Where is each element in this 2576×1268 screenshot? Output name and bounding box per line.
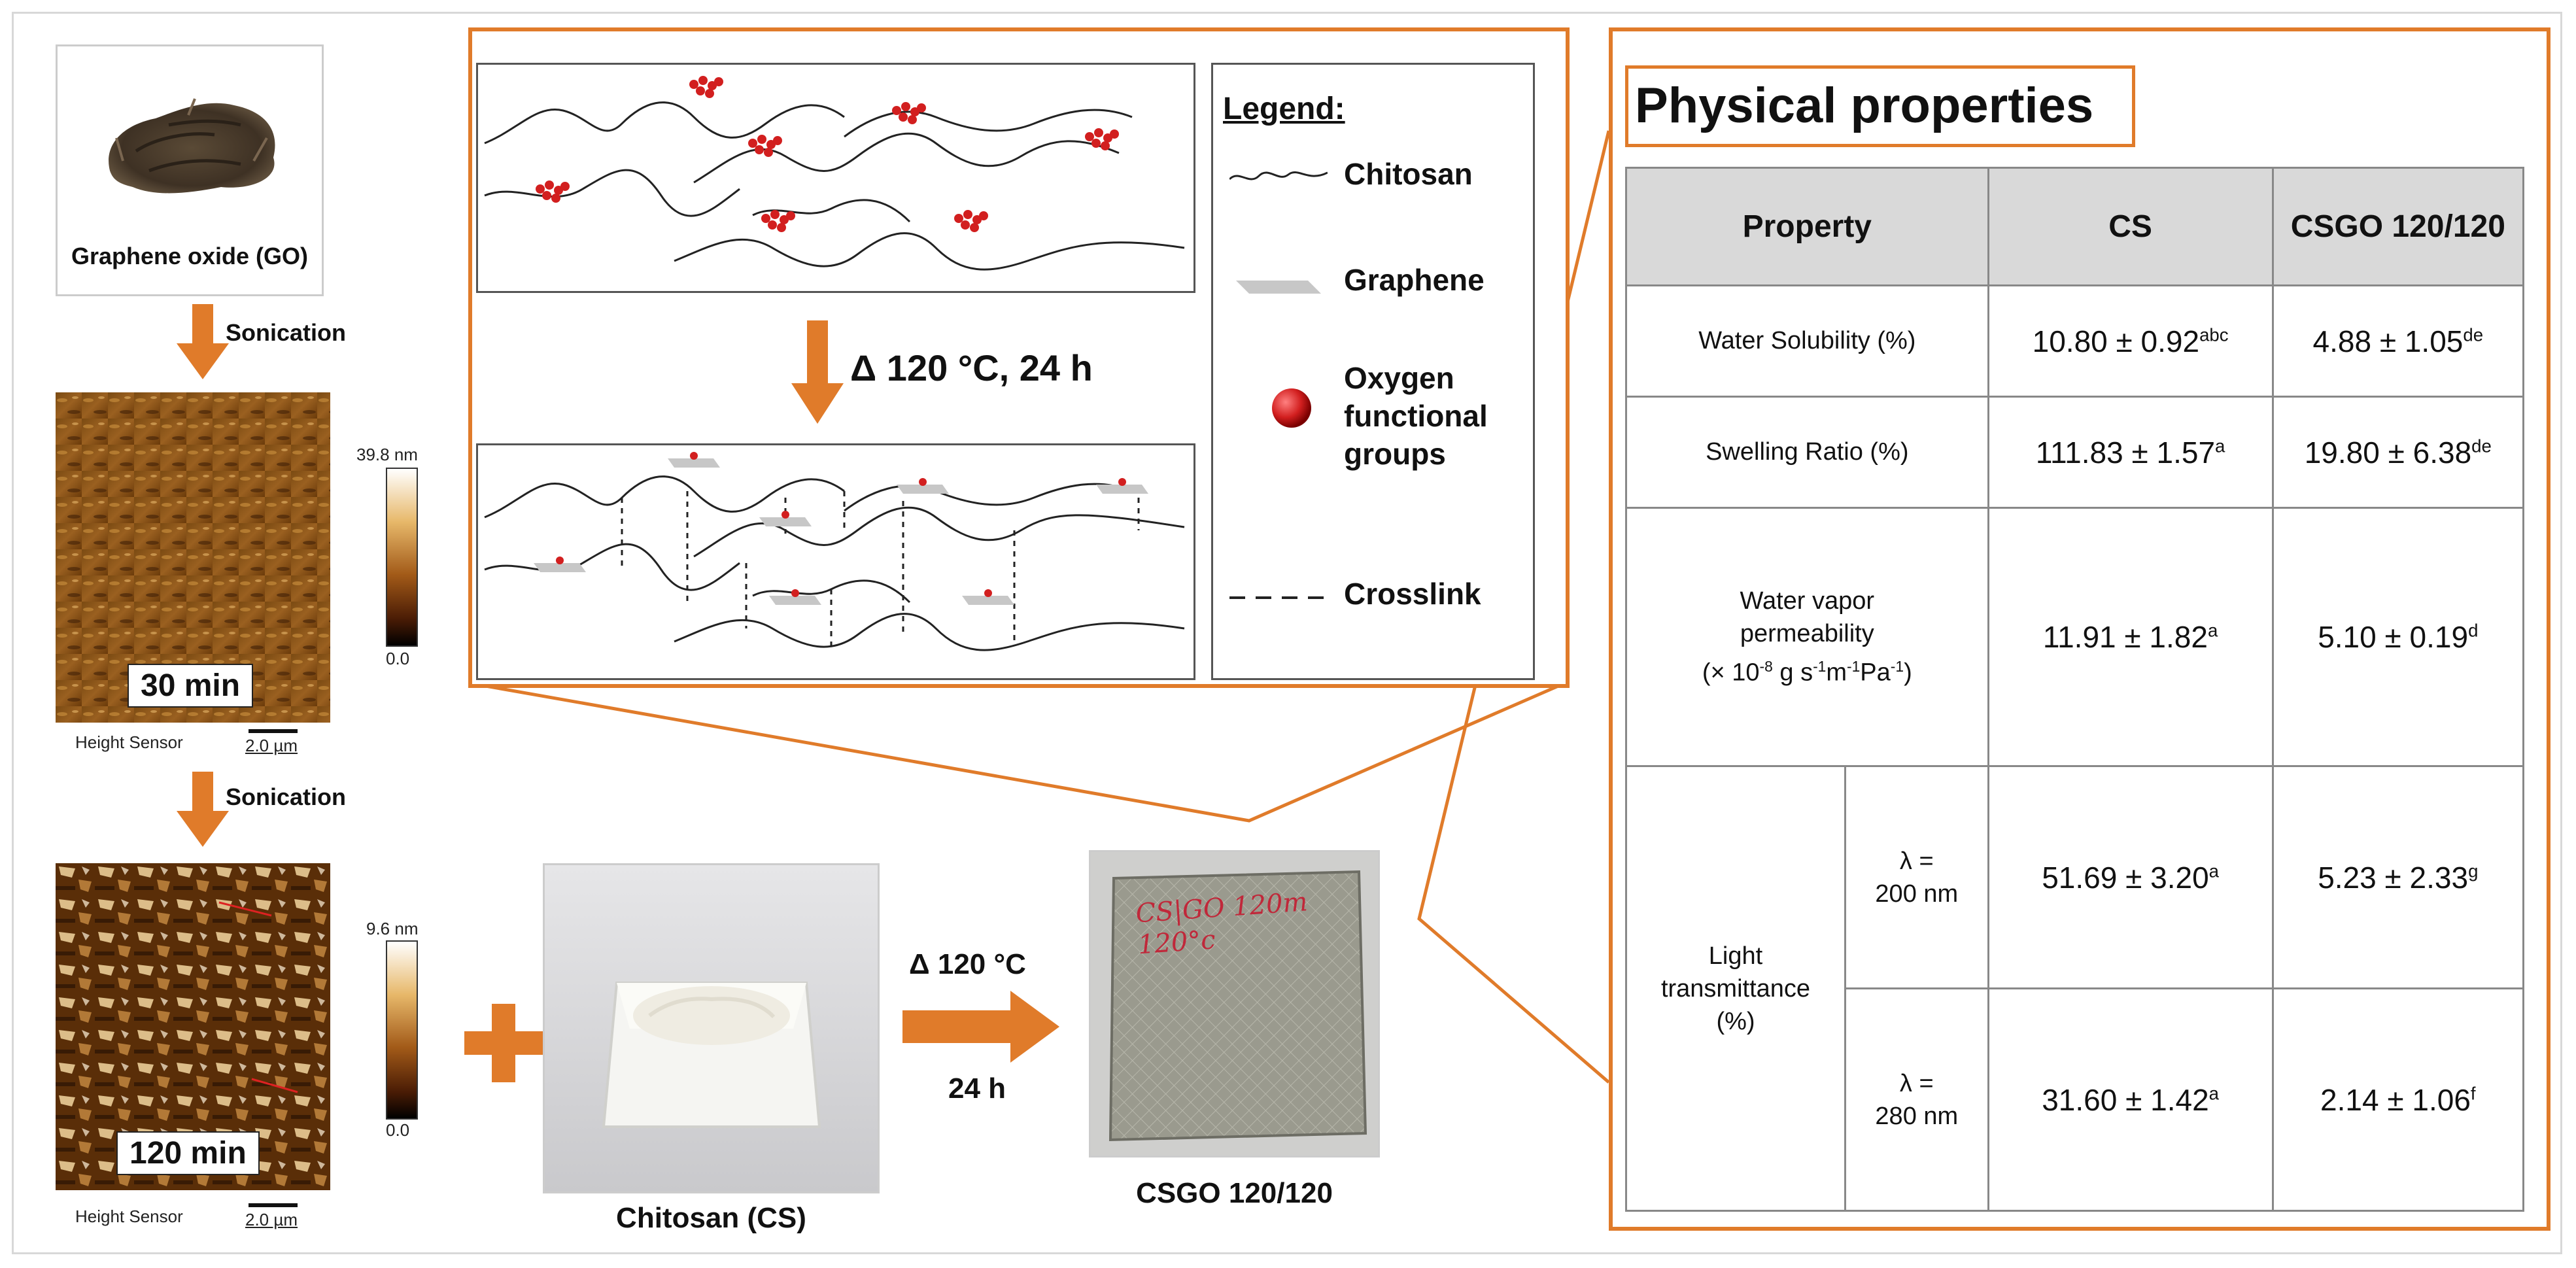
oxygen-clusters xyxy=(536,76,1119,232)
row-wvp-csgo: 5.10 ± 0.19d xyxy=(2271,507,2525,767)
chitosan-photo xyxy=(543,863,880,1193)
red-sphere-icon xyxy=(1272,388,1311,428)
row-light-200-csgo: 5.23 ± 2.33g xyxy=(2271,765,2525,989)
row-light-280-csgo: 2.14 ± 1.06f xyxy=(2271,987,2525,1212)
go-image-panel: Graphene oxide (GO) xyxy=(56,44,324,296)
row-water-solubility-cs: 10.80 ± 0.92abc xyxy=(1987,284,2274,398)
afm-120-sensor-label: Height Sensor xyxy=(75,1207,183,1226)
colorbar-30 xyxy=(386,468,418,647)
row-light-200-cs: 51.69 ± 3.20a xyxy=(1987,765,2274,989)
row-light-280-wavelength: λ = 280 nm xyxy=(1844,987,1989,1212)
chitosan-label: Chitosan (CS) xyxy=(616,1202,806,1234)
sonication-arrow-2 xyxy=(177,772,229,853)
graphene-sheets xyxy=(534,458,1148,605)
csgo-film-photo: CS|GO 120m 120°c xyxy=(1089,850,1380,1157)
afm-30-scale-text: 2.0 µm xyxy=(245,736,298,755)
schematic-heat-label: Δ 120 °C, 24 h xyxy=(850,347,1093,388)
sheet-icon xyxy=(1236,281,1321,294)
header-property: Property xyxy=(1625,167,1989,286)
row-swelling-cs: 111.83 ± 1.57a xyxy=(1987,396,2274,509)
wavy-line-icon xyxy=(1229,171,1328,180)
properties-title-box xyxy=(1625,65,2135,147)
schematic-heat-arrow xyxy=(791,320,844,428)
properties-title: Physical properties xyxy=(1635,78,2094,133)
figure-frame xyxy=(12,12,2562,1254)
colorbar-30-min: 0.0 xyxy=(386,649,410,668)
header-cs: CS xyxy=(1987,167,2274,286)
row-wvp-label: Water vapor permeability (× 10-8 g s-1m-… xyxy=(1625,507,1989,767)
sonication-arrow-1 xyxy=(177,304,229,386)
row-light-280-cs: 31.60 ± 1.42a xyxy=(1987,987,2274,1212)
afm-30-sensor-label: Height Sensor xyxy=(75,732,183,752)
properties-table: Property CS CSGO 120/120 Water Solubilit… xyxy=(1625,167,2525,1212)
colorbar-120 xyxy=(386,940,418,1120)
legend-item-graphene: Graphene xyxy=(1344,263,1485,297)
sonication-label-2: Sonication xyxy=(226,783,347,810)
dashed-line-icon xyxy=(1229,596,1328,599)
legend-item-chitosan: Chitosan xyxy=(1344,157,1473,191)
legend-item-oxygen: Oxygen functional groups xyxy=(1344,361,1488,471)
legend-item-crosslink: Crosslink xyxy=(1344,577,1481,611)
colorbar-30-max: 39.8 nm xyxy=(356,445,418,464)
colorbar-120-min: 0.0 xyxy=(386,1120,410,1140)
go-label: Graphene oxide (GO) xyxy=(71,243,309,269)
legend-panel: Legend: Chitosan Graphene Oxygen functio… xyxy=(1211,63,1535,680)
sonication-label-1: Sonication xyxy=(226,319,347,346)
row-light-200-wavelength: λ = 200 nm xyxy=(1844,765,1989,989)
afm-120-time-label: 120 min xyxy=(116,1131,260,1175)
plus-icon xyxy=(464,1004,543,1086)
row-water-solubility-csgo: 4.88 ± 1.05de xyxy=(2271,284,2525,398)
afm-30-time-label: 30 min xyxy=(128,664,254,708)
heat-label-bottom: 24 h xyxy=(948,1072,1006,1105)
colorbar-120-max: 9.6 nm xyxy=(366,919,419,938)
legend-title: Legend: xyxy=(1223,92,1345,126)
row-swelling-csgo: 19.80 ± 6.38de xyxy=(2271,396,2525,509)
heat-arrow-right xyxy=(902,991,1059,1066)
row-water-solubility-label: Water Solubility (%) xyxy=(1625,284,1989,398)
graphene-oxide-flakes xyxy=(109,98,275,194)
row-light-label: Light transmittance (%) xyxy=(1625,765,1846,1212)
afm-120-scale-bar xyxy=(249,1203,298,1207)
row-swelling-label: Swelling Ratio (%) xyxy=(1625,396,1989,509)
row-wvp-cs: 11.91 ± 1.82a xyxy=(1987,507,2274,767)
schematic-before-panel xyxy=(476,63,1195,293)
afm-120-scale-text: 2.0 µm xyxy=(245,1210,298,1229)
afm-30-scale-bar xyxy=(249,729,298,733)
csgo-label: CSGO 120/120 xyxy=(1136,1177,1333,1209)
schematic-after-panel xyxy=(476,443,1195,680)
heat-label-top: Δ 120 °C xyxy=(909,948,1026,980)
header-csgo: CSGO 120/120 xyxy=(2271,167,2525,286)
